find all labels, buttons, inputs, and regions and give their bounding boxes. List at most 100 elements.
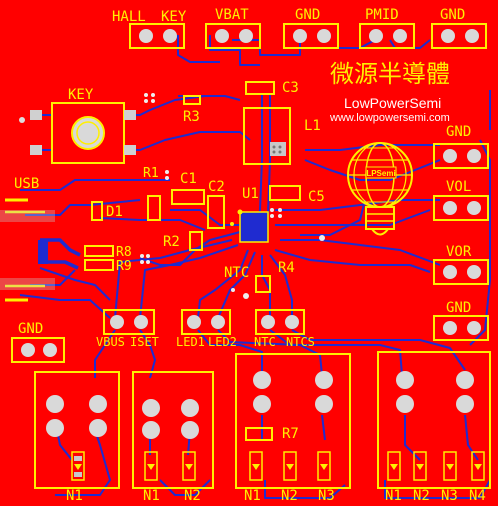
c1-outline [171, 189, 205, 205]
label-key-switch: KEY [68, 87, 94, 103]
ntc-outline [255, 275, 271, 293]
led-pad[interactable] [142, 421, 160, 439]
label-gnd-right2: GND [446, 300, 471, 316]
label-r2: R2 [163, 234, 180, 250]
connector-gnd-top1[interactable] [283, 23, 339, 49]
label-r9: R9 [116, 259, 132, 274]
label-r7: R7 [282, 426, 299, 442]
label-led2: LED2 [208, 335, 237, 349]
label-led1: LED1 [176, 335, 205, 349]
label-ntc-comp: NTC [224, 265, 249, 281]
connector-vbat[interactable] [205, 23, 261, 49]
r3-outline [183, 95, 201, 105]
label-c2: C2 [208, 179, 225, 195]
connector-vor[interactable] [433, 259, 489, 285]
r2-outline [189, 231, 203, 251]
r8-outline [84, 245, 114, 257]
l1-outline [243, 107, 291, 165]
label-iset: ISET [130, 335, 159, 349]
connector-vbus-iset[interactable] [103, 309, 155, 335]
led-group-2-label-2: N2 [184, 488, 201, 504]
bottom-headers: VBUS ISET LED1 LED2 NTC NTCS [96, 309, 315, 349]
led-group-2: N1 N2 [132, 371, 214, 504]
d1-outline [91, 201, 103, 221]
led-group-1: N1 [34, 371, 120, 504]
label-r3: R3 [183, 109, 200, 125]
connector-gnd-right[interactable] [433, 143, 489, 169]
label-gnd-top2: GND [440, 7, 465, 23]
label-c1: C1 [180, 171, 197, 187]
label-gnd-left: GND [18, 321, 43, 337]
led-pad[interactable] [396, 395, 414, 413]
label-pmid: PMID [365, 7, 399, 23]
led-pad[interactable] [142, 399, 160, 417]
connector-led1-led2[interactable] [181, 309, 231, 335]
led-group-4-label-2: N2 [413, 488, 430, 504]
key-switch[interactable]: KEY [19, 87, 155, 164]
led-pad[interactable] [315, 371, 333, 389]
led-pad[interactable] [456, 371, 474, 389]
led-pad[interactable] [89, 419, 107, 437]
connector-gnd-right2[interactable] [433, 315, 489, 341]
brand-chinese: 微源半導體 [330, 60, 450, 88]
led-group-3-label-2: N2 [281, 488, 298, 504]
top-header: HALL KEY VBAT GND PMID GND [112, 7, 487, 49]
branding: 微源半導體 LowPowerSemi www.lowpowersemi.com [329, 60, 450, 124]
label-l1: L1 [304, 118, 321, 134]
label-vol: VOL [446, 179, 471, 195]
connector-pmid[interactable] [359, 23, 415, 49]
connector-gnd-left[interactable]: GND [11, 321, 65, 363]
led-pad[interactable] [181, 399, 199, 417]
lightbulb-logo-icon: LPSemi [347, 142, 413, 236]
r9-outline [84, 259, 114, 271]
led-group-1-label-1: N1 [66, 488, 83, 504]
label-ntc-header: NTC [254, 335, 276, 349]
logo-text: LPSemi [366, 169, 395, 178]
c2-outline [207, 195, 225, 229]
led-pad[interactable] [46, 395, 64, 413]
label-vbus: VBUS [96, 335, 125, 349]
connector-vol[interactable] [433, 195, 489, 221]
label-r4: R4 [278, 260, 295, 276]
right-connectors: GND VOL VOR GND [433, 124, 489, 341]
label-hall: HALL [112, 9, 146, 25]
led-pad[interactable] [396, 371, 414, 389]
c3-outline [245, 81, 275, 95]
label-c5: C5 [308, 189, 325, 205]
label-c3: C3 [282, 80, 299, 96]
c5-outline [269, 185, 301, 201]
components: C3 L1 R3 R1 C1 C2 U1 C5 D1 R2 [84, 80, 325, 299]
led-pad[interactable] [315, 395, 333, 413]
label-usb: USB [14, 176, 39, 192]
brand-url: www.lowpowersemi.com [329, 112, 450, 124]
led-group-2-label-1: N1 [143, 488, 160, 504]
led-group-4-label-1: N1 [385, 488, 402, 504]
led-pad[interactable] [89, 395, 107, 413]
led-group-3-label-3: N3 [318, 488, 335, 504]
label-ntcs: NTCS [286, 335, 315, 349]
label-u1: U1 [242, 186, 259, 202]
label-vbat: VBAT [215, 7, 249, 23]
brand-name: LowPowerSemi [344, 95, 441, 111]
led-pad[interactable] [46, 419, 64, 437]
connector-gnd-top2[interactable] [431, 23, 487, 49]
led-pad[interactable] [181, 421, 199, 439]
label-gnd-right: GND [446, 124, 471, 140]
connector-ntc-ntcs[interactable] [255, 309, 305, 335]
r7-outline [245, 427, 273, 441]
label-key-top: KEY [161, 9, 187, 25]
led-group-4-label-4: N4 [469, 488, 486, 504]
usb-connector: USB [0, 176, 55, 302]
led-group-3-label-1: N1 [244, 488, 261, 504]
label-gnd-top1: GND [295, 7, 320, 23]
led-group-3: R7 N1 N2 N3 [235, 353, 351, 504]
connector-hall-key[interactable] [129, 23, 185, 49]
label-r1: R1 [143, 166, 159, 181]
u1-chip [239, 211, 269, 243]
label-vor: VOR [446, 244, 472, 260]
led-pad[interactable] [456, 395, 474, 413]
led-pad[interactable] [253, 371, 271, 389]
led-pad[interactable] [253, 395, 271, 413]
